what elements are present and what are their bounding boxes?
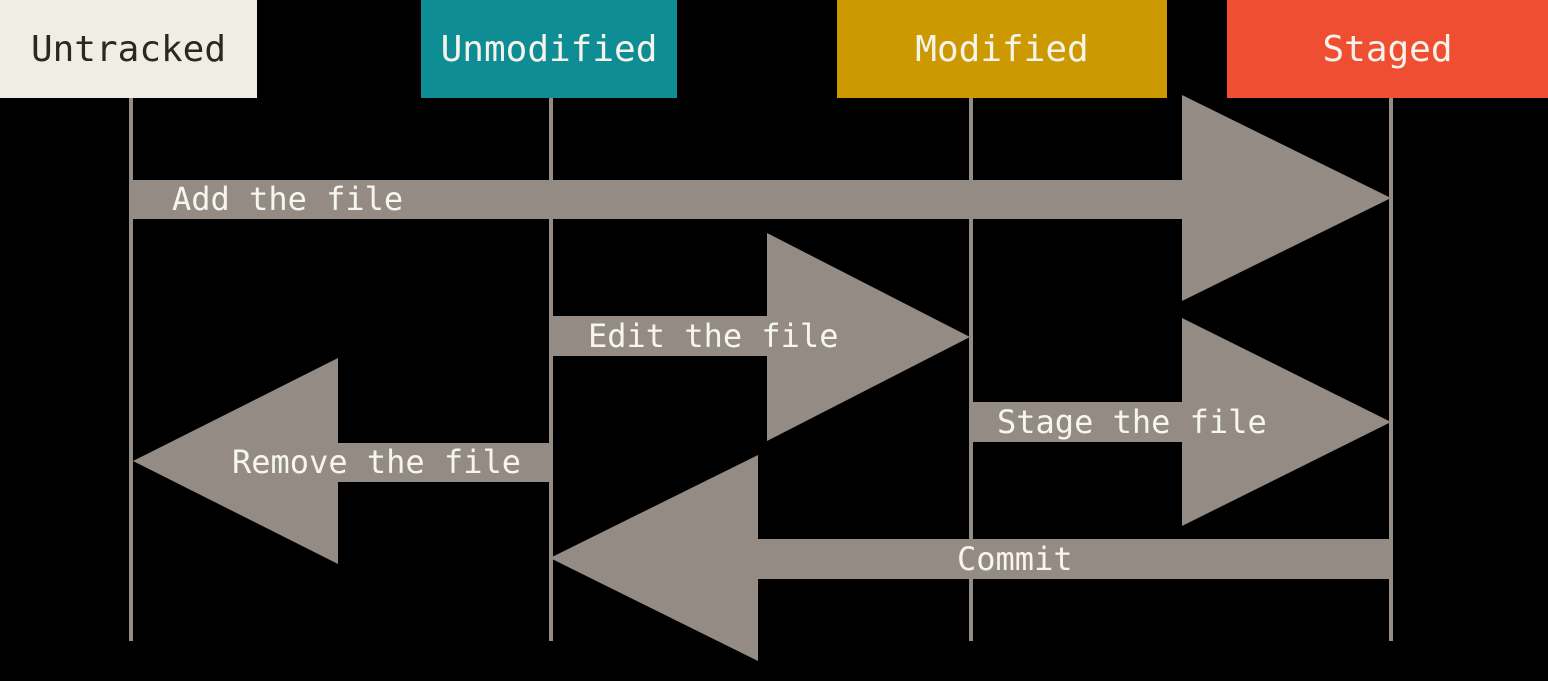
state-label-unmodified: Unmodified [440,28,658,70]
arrow-shaft [551,316,767,356]
arrowhead-right-icon [1182,95,1391,301]
state-box-untracked: Untracked [0,0,257,98]
state-box-staged: Staged [1227,0,1548,98]
lifeline-staged [1389,98,1393,641]
arrowhead-left-icon [550,455,758,661]
arrowhead-left-icon [133,358,338,564]
arrow-label-add-the-file: Add the file [172,180,404,218]
state-label-staged: Staged [1322,28,1453,70]
arrowhead-right-icon [767,233,970,441]
arrow-shaft [758,539,1391,579]
arrow-label-commit: Commit [957,540,1073,578]
arrow-label-stage-the-file: Stage the file [997,403,1267,441]
lifeline-modified [969,98,973,641]
arrowhead-right-icon [1182,318,1391,526]
arrow-label-remove-the-file: Remove the file [232,443,521,481]
arrow-shaft [131,180,1182,219]
arrow-label-edit-the-file: Edit the file [588,317,839,355]
state-label-modified: Modified [915,28,1089,70]
arrow-shaft [338,443,551,482]
state-label-untracked: Untracked [30,28,227,70]
state-box-modified: Modified [837,0,1167,98]
lifeline-untracked [129,98,133,641]
arrow-shaft [972,402,1182,442]
state-box-unmodified: Unmodified [421,0,677,98]
lifeline-unmodified [549,98,553,641]
